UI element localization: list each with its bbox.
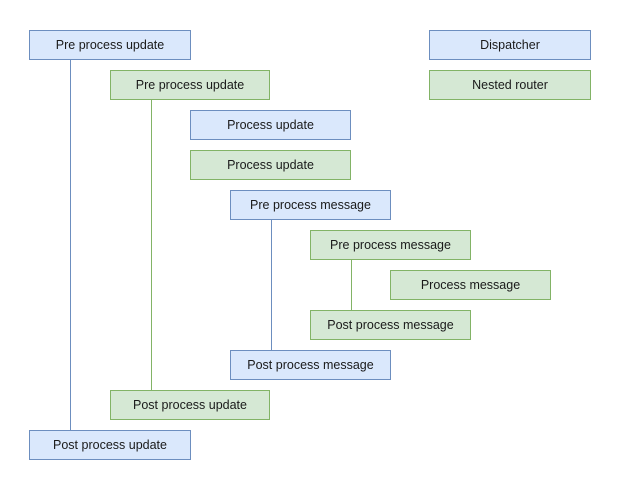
node-post-process-update-dispatcher[interactable]: Post process update xyxy=(29,430,191,460)
node-pre-process-update-dispatcher[interactable]: Pre process update xyxy=(29,30,191,60)
node-process-update-router[interactable]: Process update xyxy=(190,150,351,180)
node-pre-process-message-dispatcher[interactable]: Pre process message xyxy=(230,190,391,220)
legend-item-router[interactable]: Nested router xyxy=(429,70,591,100)
connector-pre-update-to-post-update-router xyxy=(151,100,152,390)
node-post-process-message-dispatcher[interactable]: Post process message xyxy=(230,350,391,380)
node-pre-process-message-router[interactable]: Pre process message xyxy=(310,230,471,260)
legend-item-dispatcher[interactable]: Dispatcher xyxy=(429,30,591,60)
node-pre-process-update-router[interactable]: Pre process update xyxy=(110,70,270,100)
connector-pre-message-to-post-message-dispatcher xyxy=(271,220,272,350)
node-process-update-dispatcher[interactable]: Process update xyxy=(190,110,351,140)
node-process-message-router[interactable]: Process message xyxy=(390,270,551,300)
node-post-process-message-router[interactable]: Post process message xyxy=(310,310,471,340)
connector-pre-update-to-post-update-dispatcher xyxy=(70,60,71,430)
connector-pre-message-to-post-message-router xyxy=(351,260,352,310)
node-post-process-update-router[interactable]: Post process update xyxy=(110,390,270,420)
